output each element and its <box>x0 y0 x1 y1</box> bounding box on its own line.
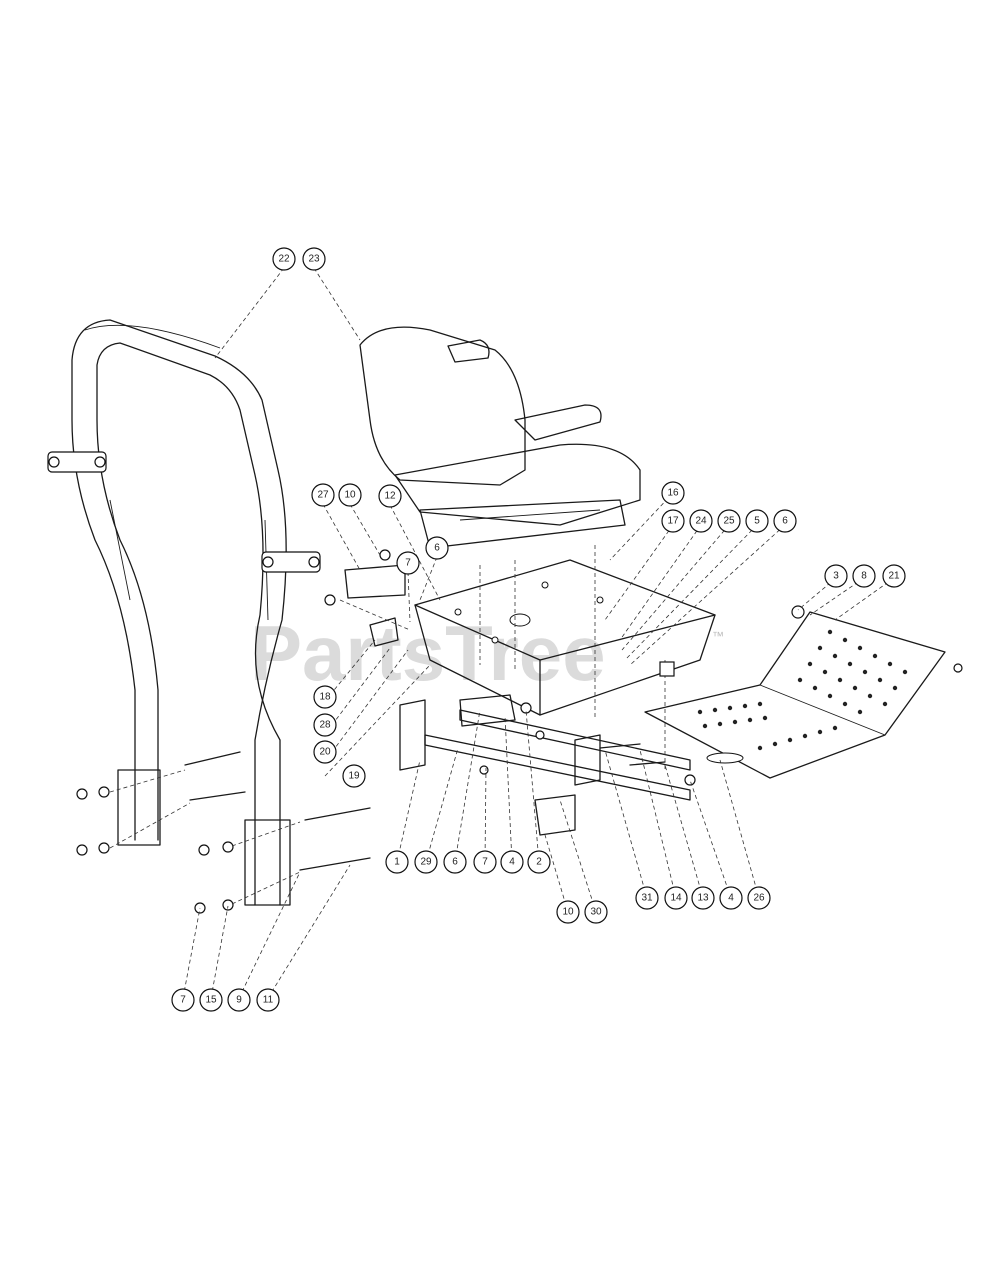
callout-4: 4 <box>500 850 524 874</box>
svg-text:22: 22 <box>278 254 290 265</box>
callout-31: 31 <box>635 886 659 910</box>
callout-24: 24 <box>689 509 713 533</box>
callout-14: 14 <box>664 886 688 910</box>
callout-6-right: 6 <box>773 509 797 533</box>
callout-10: 10 <box>338 483 362 507</box>
svg-text:21: 21 <box>888 571 900 582</box>
svg-text:30: 30 <box>590 907 602 918</box>
callout-26: 26 <box>747 886 771 910</box>
callout-29: 29 <box>414 850 438 874</box>
svg-text:7: 7 <box>180 995 186 1006</box>
svg-text:6: 6 <box>452 857 458 868</box>
callout-5: 5 <box>745 509 769 533</box>
callout-12: 12 <box>378 484 402 508</box>
svg-text:11: 11 <box>263 995 274 1006</box>
callout-27: 27 <box>311 483 335 507</box>
svg-text:18: 18 <box>319 692 331 703</box>
svg-text:16: 16 <box>667 488 679 499</box>
callout-7-left: 7 <box>171 988 195 1012</box>
svg-text:7: 7 <box>405 558 411 569</box>
svg-text:4: 4 <box>728 893 734 904</box>
callout-20: 20 <box>313 740 337 764</box>
svg-text:28: 28 <box>319 720 331 731</box>
svg-text:25: 25 <box>723 516 735 527</box>
callout-16: 16 <box>661 481 685 505</box>
callout-25: 25 <box>717 509 741 533</box>
svg-text:27: 27 <box>317 490 329 501</box>
callout-22: 22 <box>272 247 296 271</box>
svg-text:15: 15 <box>205 995 217 1006</box>
svg-text:8: 8 <box>861 571 867 582</box>
callout-21: 21 <box>882 564 906 588</box>
callout-6-bottom: 6 <box>443 850 467 874</box>
callout-10-bottom: 10 <box>556 900 580 924</box>
callout-9: 9 <box>227 988 251 1012</box>
seat-frame <box>399 660 696 836</box>
roll-bar <box>47 319 321 906</box>
callout-7: 7 <box>396 551 420 575</box>
svg-text:1: 1 <box>394 857 400 868</box>
callout-1: 1 <box>385 850 409 874</box>
svg-text:23: 23 <box>308 254 320 265</box>
svg-text:6: 6 <box>782 516 788 527</box>
svg-text:5: 5 <box>754 516 760 527</box>
callout-4-right: 4 <box>719 886 743 910</box>
svg-text:14: 14 <box>670 893 682 904</box>
svg-text:12: 12 <box>384 491 396 502</box>
svg-text:10: 10 <box>344 490 356 501</box>
svg-text:10: 10 <box>562 907 574 918</box>
leader-lines <box>182 267 895 999</box>
callout-2: 2 <box>527 850 551 874</box>
callout-8: 8 <box>852 564 876 588</box>
callout-28: 28 <box>313 713 337 737</box>
seat <box>359 326 641 549</box>
callout-18: 18 <box>313 685 337 709</box>
svg-text:4: 4 <box>509 857 515 868</box>
foot-plate <box>644 605 963 779</box>
svg-text:19: 19 <box>348 771 360 782</box>
svg-text:13: 13 <box>697 893 709 904</box>
svg-text:2: 2 <box>536 857 542 868</box>
callout-17: 17 <box>661 509 685 533</box>
svg-text:17: 17 <box>667 516 679 527</box>
roll-bar-latch-right <box>261 551 321 573</box>
callout-3: 3 <box>824 564 848 588</box>
seat-bracket <box>324 549 411 647</box>
callout-23: 23 <box>302 247 326 271</box>
callout-13: 13 <box>691 886 715 910</box>
svg-text:26: 26 <box>753 893 765 904</box>
callout-19: 19 <box>342 764 366 788</box>
callout-15: 15 <box>199 988 223 1012</box>
svg-text:29: 29 <box>420 857 432 868</box>
svg-text:24: 24 <box>695 516 707 527</box>
svg-text:20: 20 <box>319 747 331 758</box>
callout-6: 6 <box>425 536 449 560</box>
rops-hardware <box>76 751 371 914</box>
callout-11: 11 <box>256 988 280 1012</box>
roll-bar-latch-left <box>47 451 107 473</box>
watermark-trademark: ™ <box>712 629 724 643</box>
seat-pan <box>414 545 716 720</box>
svg-text:6: 6 <box>434 543 440 554</box>
svg-text:9: 9 <box>236 995 242 1006</box>
callouts: 22 23 27 10 12 7 6 16 17 24 25 5 6 3 8 2… <box>171 247 906 1012</box>
svg-text:7: 7 <box>482 857 488 868</box>
svg-text:3: 3 <box>833 571 839 582</box>
callout-7-bottom: 7 <box>473 850 497 874</box>
svg-text:31: 31 <box>641 893 653 904</box>
callout-30: 30 <box>584 900 608 924</box>
